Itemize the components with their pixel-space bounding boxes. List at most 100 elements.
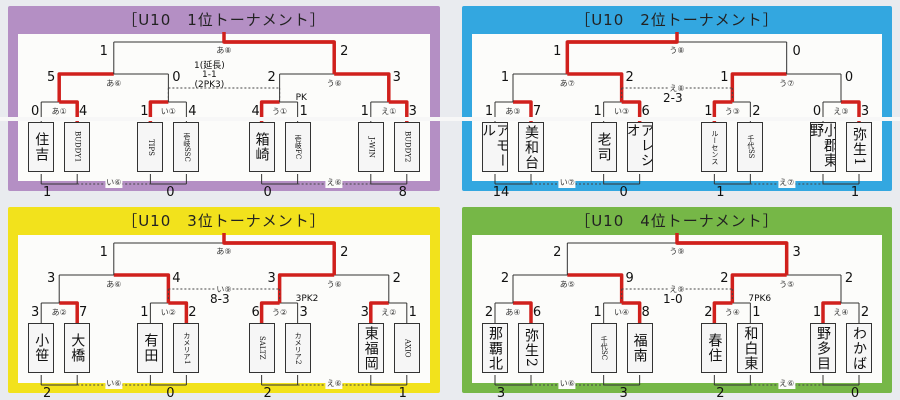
score: 3 <box>392 70 401 85</box>
score: 1 <box>553 44 562 59</box>
score: 6 <box>641 104 650 119</box>
handwritten-note: 1-0 <box>663 292 683 306</box>
score: 1 <box>752 305 761 320</box>
match-label: い⑥ <box>558 378 576 389</box>
panel-title: ［U10 4位トーナメント］ <box>575 212 779 230</box>
match-label: い⑦ <box>558 177 576 188</box>
team-box: 小笹 <box>28 323 55 373</box>
score: 2 <box>716 386 725 400</box>
winner-path <box>224 40 336 74</box>
match-label: あ⑧ <box>215 45 233 56</box>
match-label: あ⑨ <box>215 246 233 257</box>
team-box: BUDDY2 <box>393 122 420 172</box>
score: 1 <box>398 386 407 400</box>
score: 0 <box>31 104 40 119</box>
team-box: アモール <box>482 122 508 172</box>
winner-path <box>712 100 733 122</box>
match-label: あ④ <box>504 307 522 318</box>
winner-path <box>57 72 114 102</box>
match-label: あ⑥ <box>105 78 123 89</box>
score: 1 <box>99 44 108 59</box>
score: 6 <box>251 305 260 320</box>
team-box: 東福岡 <box>357 323 384 373</box>
photo-glare-strip <box>0 117 900 121</box>
score: 0 <box>844 70 854 85</box>
score: 14 <box>492 185 510 200</box>
score: 1 <box>99 245 108 260</box>
score: 3 <box>408 104 417 119</box>
score: 1 <box>484 104 494 119</box>
score: 9 <box>625 271 634 286</box>
team-box: 箱崎 <box>248 122 275 172</box>
winner-path <box>621 301 642 323</box>
team-box: わかば <box>846 323 872 373</box>
score: 1 <box>850 185 860 200</box>
match-label: え② <box>380 307 398 318</box>
team-box: 大橋 <box>64 323 91 373</box>
match-label: う② <box>271 307 289 318</box>
team-box: 弥生1 <box>846 122 872 172</box>
winner-path <box>59 301 79 323</box>
team-box: 弥生2 <box>518 323 544 373</box>
score: 1 <box>299 104 308 119</box>
score: 7 <box>532 104 542 119</box>
score: 2 <box>752 104 761 119</box>
score: 4 <box>172 271 181 286</box>
winner-path <box>388 100 409 122</box>
winner-path <box>168 301 189 323</box>
match-label: あ⑤ <box>558 279 576 290</box>
score: 5 <box>47 70 56 85</box>
score: 0 <box>619 185 628 200</box>
team-box: 壱岐SSC <box>173 122 200 172</box>
score: 1 <box>593 305 602 320</box>
match-label: あ② <box>50 307 68 318</box>
score: 1 <box>704 104 713 119</box>
score: 1 <box>140 104 149 119</box>
team-box: カメリア2 <box>284 323 311 373</box>
winner-path <box>712 301 733 323</box>
winner-path <box>334 72 391 102</box>
score: 2 <box>263 386 272 400</box>
score: 0 <box>792 44 801 59</box>
team-box: BUDDY1 <box>64 122 91 172</box>
match-label: え⑥ <box>325 177 343 188</box>
score: 3 <box>496 386 506 400</box>
winner-path <box>565 40 677 74</box>
team-box: TIPS <box>137 122 164 172</box>
champion-path <box>567 32 679 44</box>
match-label: い⑥ <box>105 177 123 188</box>
team-box: ルーセンス <box>701 122 728 172</box>
winner-path <box>513 100 533 122</box>
match-label: う④ <box>723 307 741 318</box>
match-label: い④ <box>613 307 631 318</box>
score: 3 <box>47 271 56 286</box>
winner-path <box>259 100 280 122</box>
score: 2 <box>267 70 276 85</box>
score: 8 <box>641 305 650 320</box>
winner-path <box>821 301 841 323</box>
score: 0 <box>850 386 860 400</box>
champion-path <box>222 233 335 245</box>
team-box: アレシオ <box>626 122 653 172</box>
team-box: 千代SC <box>590 323 617 373</box>
score: 2 <box>553 245 562 260</box>
match-label: い① <box>159 106 177 117</box>
bracket-lines <box>494 32 861 185</box>
score: 0 <box>166 185 175 200</box>
match-label: う⑦ <box>778 78 796 89</box>
score: 1 <box>408 305 417 320</box>
score: 2 <box>500 271 510 286</box>
winner-path <box>841 100 861 122</box>
score: 3 <box>267 271 276 286</box>
panel-title: ［U10 1位トーナメント］ <box>122 11 326 29</box>
score: 2 <box>625 70 634 85</box>
match-label: え⑥ <box>778 378 796 389</box>
score: 1 <box>716 185 725 200</box>
champion-path <box>222 32 335 44</box>
score: 0 <box>263 185 272 200</box>
score: 4 <box>251 104 260 119</box>
